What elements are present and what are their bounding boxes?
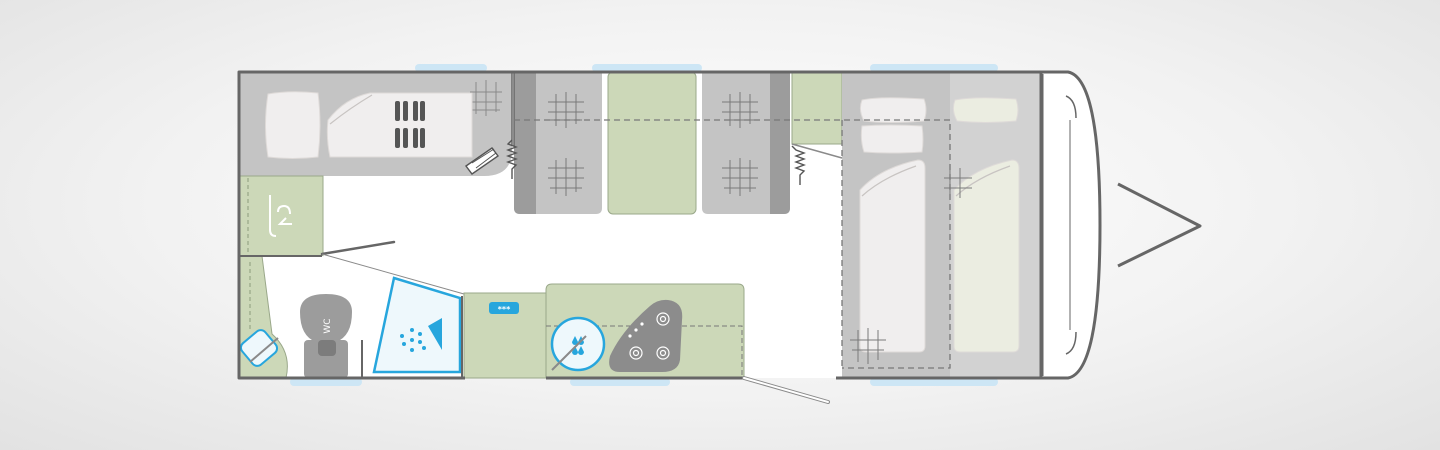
hob-knobs [628,322,644,338]
bench-front-backrest [770,72,790,214]
spring-icon [506,139,518,179]
front-nose [1039,70,1202,380]
blanket-icon [326,92,473,158]
shower-tray [372,276,462,374]
entrance-door-inner [743,377,829,403]
outer-walls [237,70,1041,380]
window [570,378,670,386]
tap-icon [249,337,279,363]
window [290,378,362,386]
tap-icon [551,335,587,371]
counter-dashes [546,325,743,378]
bed-grid-icon [944,168,972,198]
bathroom: WC [238,240,465,379]
bed-step-icon [465,147,499,175]
bed-grid-icon [470,80,502,116]
bathroom-partition [321,253,465,295]
bed-slats-icon [395,101,425,148]
bathroom-door [320,240,396,256]
exterior-windows [290,64,998,386]
dinette [506,71,806,215]
spring-icon [791,145,806,185]
toilet-label: WC [323,318,333,333]
bench-rear-backrest [514,72,536,214]
blanket-fold [329,94,373,125]
washbasin-icon [239,329,279,367]
fridge-icon [489,302,519,314]
bed-step-rungs [471,148,497,169]
window [592,64,702,72]
toilet-icon: WC [300,294,352,378]
front-cabinet [791,71,843,145]
bed-grid-icon [850,328,886,364]
dining-table [607,71,697,215]
dashed-outline [514,119,951,369]
window [870,64,998,72]
wardrobe [238,175,324,257]
kitchen: *** [463,283,745,379]
hob-icon [609,299,683,372]
front-entry-line [791,143,843,159]
window [415,64,487,72]
blanket-icon [953,159,1020,353]
dinette-wall [511,72,515,146]
bathroom-wall [239,255,463,378]
hob-burners [629,312,670,360]
fridge-label: *** [498,305,511,314]
window [870,378,998,386]
shower-icon [400,318,442,352]
hanger-icon [269,195,292,237]
drawbar-icon [1117,182,1202,268]
wardrobe-body [238,175,324,257]
front-window-arc [1065,95,1077,355]
blanket-icon [859,159,926,353]
rear-bed [239,72,512,176]
pillow-icon [859,97,927,123]
front-beds [791,71,1041,378]
pillow-icon [265,91,321,159]
blanket-fold [861,165,1011,197]
pillow-icon [952,97,1019,123]
pillow-icon [860,124,924,154]
